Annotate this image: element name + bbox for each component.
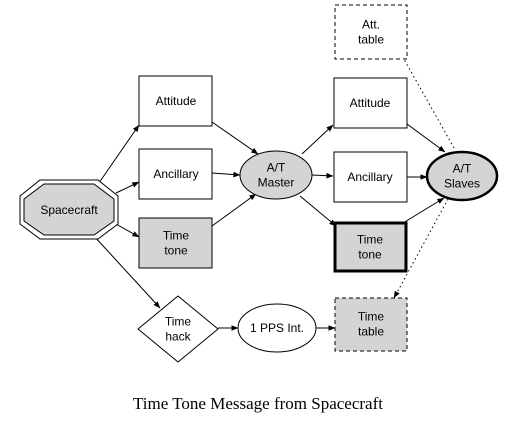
label-line: Slaves <box>444 177 480 191</box>
spacecraft-label: Spacecraft <box>40 203 98 217</box>
label-line: Att. <box>362 18 380 32</box>
ancillary-right-label: Ancillary <box>347 170 392 184</box>
label-line: Ancillary <box>347 170 392 184</box>
edge-attitude-slaves <box>406 123 446 153</box>
label-line: Time <box>165 315 192 329</box>
label-line: Ancillary <box>153 167 198 181</box>
label-line: Master <box>258 176 295 190</box>
edge-master-attitude <box>301 124 334 155</box>
edge-spacecraft-time-hack <box>93 235 161 309</box>
edge-spacecraft-time-tone <box>115 223 140 238</box>
node-pps: 1 PPS Int. <box>237 303 317 353</box>
node-attitude-left: Attitude <box>138 75 213 127</box>
edge-attitude-master <box>211 121 259 155</box>
label-line: Time <box>357 233 384 247</box>
figure-caption: Time Tone Message from Spacecraft <box>133 394 383 413</box>
label-line: hack <box>165 330 191 344</box>
edge-slaves-time-table <box>393 198 449 299</box>
att-table-label: Att.table <box>358 18 384 47</box>
edge-time-tone-master <box>211 193 257 227</box>
edge-spacecraft-ancillary <box>115 181 140 194</box>
label-line: table <box>358 33 384 47</box>
edge-slaves-att-table <box>399 51 455 149</box>
edge-master-time-tone <box>299 195 337 227</box>
label-line: Spacecraft <box>40 203 98 217</box>
node-spacecraft: Spacecraft <box>19 179 119 240</box>
label-line: Time <box>163 229 190 243</box>
node-ancillary-left: Ancillary <box>138 148 213 200</box>
node-att-table: Att.table <box>334 4 408 60</box>
edges <box>91 51 455 331</box>
label-line: A/T <box>267 161 286 175</box>
attitude-left-label: Attitude <box>156 94 197 108</box>
node-attitude-right: Attitude <box>333 77 408 129</box>
label-line: tone <box>164 244 188 258</box>
label-line: A/T <box>453 162 472 176</box>
pps-label: 1 PPS Int. <box>250 321 304 335</box>
node-ancillary-right: Ancillary <box>333 151 408 203</box>
attitude-right-label: Attitude <box>350 96 391 110</box>
label-line: Time <box>358 310 385 324</box>
label-line: 1 PPS Int. <box>250 321 304 335</box>
label-line: Attitude <box>350 96 391 110</box>
edge-time-tone-slaves <box>402 197 445 224</box>
label-line: table <box>358 325 384 339</box>
label-line: Attitude <box>156 94 197 108</box>
edge-ancillary-master <box>211 171 241 178</box>
ancillary-left-label: Ancillary <box>153 167 198 181</box>
label-line: tone <box>358 248 382 262</box>
edge-master-ancillary <box>311 172 334 179</box>
